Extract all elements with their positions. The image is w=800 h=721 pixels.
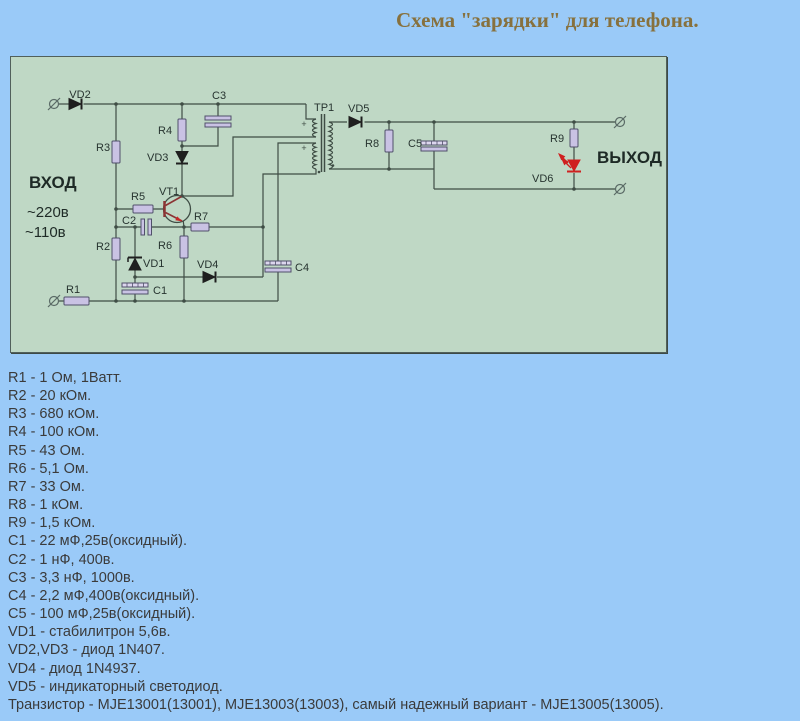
label-VD1: VD1 xyxy=(143,258,164,270)
parts-list-item: R9 - 1,5 кОм. xyxy=(8,515,96,532)
label-R1: R1 xyxy=(66,284,80,296)
parts-list-item: C5 - 100 мФ,25в(оксидный). xyxy=(8,606,196,623)
parts-list-item: C2 - 1 нФ, 400в. xyxy=(8,551,115,568)
label-R6: R6 xyxy=(158,240,172,252)
parts-list-item: VD4 - диод 1N4937. xyxy=(8,660,141,677)
label-VD5: VD5 xyxy=(348,103,369,115)
junction-dots xyxy=(114,102,576,303)
label-C4: C4 xyxy=(295,262,309,274)
parts-list-item: C1 - 22 мФ,25в(оксидный). xyxy=(8,533,188,550)
label-TP1: TP1 xyxy=(314,102,334,114)
parts-list-item: R1 - 1 Ом, 1Ватт. xyxy=(8,370,123,386)
diode-VD4 xyxy=(202,270,217,284)
parts-list-item: R5 - 43 Ом. xyxy=(8,442,85,459)
terminal-output-top xyxy=(613,115,627,129)
parts-list-item: R2 - 20 кОм. xyxy=(8,388,92,405)
resistor-R4 xyxy=(177,118,187,142)
page-title: Схема "зарядки" для телефона. xyxy=(396,8,699,32)
label-VD3: VD3 xyxy=(147,152,168,164)
label-VT1: VT1 xyxy=(159,186,179,198)
schematic-panel: + + VD2 R3 R4 VD3 C3 VT1 R5 C2 R2 R6 R7 … xyxy=(10,56,667,353)
parts-list-item: R8 - 1 кОм. xyxy=(8,497,84,514)
capacitor-C4 xyxy=(264,260,292,273)
capacitor-C1 xyxy=(121,282,149,295)
resistor-R6 xyxy=(179,235,189,259)
terminal-input-bottom xyxy=(47,294,61,308)
parts-list-item: C3 - 3,3 нФ, 1000в. xyxy=(8,569,135,586)
parts-list-item: VD5 - индикаторный светодиод. xyxy=(8,678,223,695)
label-C5: C5 xyxy=(408,138,422,150)
label-C2: C2 xyxy=(122,215,136,227)
parts-list-item: R7 - 33 Ом. xyxy=(8,478,85,495)
capacitor-C5 xyxy=(420,140,448,152)
parts-list-item: VD1 - стабилитрон 5,6в. xyxy=(8,624,171,641)
resistor-R1 xyxy=(63,296,90,306)
zener-VD1 xyxy=(127,256,142,271)
transformer-TP1 xyxy=(311,114,334,172)
resistor-R2 xyxy=(111,237,121,261)
label-C3: C3 xyxy=(212,90,226,102)
parts-list-item: Транзистор - MJE13001(13001), MJE13003(1… xyxy=(8,696,664,713)
label-R2: R2 xyxy=(96,241,110,253)
parts-list-item: R3 - 680 кОм. xyxy=(8,406,100,423)
voltage-110: ~110в xyxy=(25,224,66,241)
diode-VD3 xyxy=(175,151,189,165)
terminal-input-top xyxy=(47,97,61,111)
diode-VD5 xyxy=(348,115,363,129)
output-label: ВЫХОД xyxy=(597,148,662,167)
resistors xyxy=(63,118,579,306)
terminal-output-bottom xyxy=(613,182,627,196)
polarity-mark-primary: + xyxy=(301,119,306,129)
feedback-winding xyxy=(311,142,319,170)
diode-VD2 xyxy=(68,97,83,111)
led-VD6 xyxy=(557,152,581,173)
label-VD4: VD4 xyxy=(197,259,218,271)
label-VD2: VD2 xyxy=(69,89,90,101)
label-R8: R8 xyxy=(365,138,379,150)
label-R5: R5 xyxy=(131,191,145,203)
circuit-schematic: + + VD2 R3 R4 VD3 C3 VT1 R5 C2 R2 R6 R7 … xyxy=(25,89,662,308)
label-R3: R3 xyxy=(96,142,110,154)
input-label: ВХОД xyxy=(29,173,77,192)
resistor-R9 xyxy=(569,128,579,148)
resistor-R7 xyxy=(190,222,210,232)
label-VD6: VD6 xyxy=(532,173,553,185)
label-R9: R9 xyxy=(550,133,564,145)
parts-list-item: C4 - 2,2 мФ,400в(оксидный). xyxy=(8,587,200,604)
capacitor-C2 xyxy=(140,218,152,236)
resistor-R5 xyxy=(132,204,154,214)
label-R7: R7 xyxy=(194,211,208,223)
parts-list-item: R4 - 100 кОм. xyxy=(8,424,100,441)
transistor-VT1 xyxy=(162,194,192,224)
resistor-R8 xyxy=(384,129,394,153)
secondary-winding xyxy=(327,121,334,170)
parts-list-item: VD2,VD3 - диод 1N407. xyxy=(8,642,165,659)
primary-winding xyxy=(311,118,318,138)
resistor-R3 xyxy=(111,140,121,164)
polarity-mark-feedback: + xyxy=(301,143,306,153)
label-R4: R4 xyxy=(158,125,172,137)
capacitor-C3 xyxy=(204,115,232,128)
parts-list: R1 - 1 Ом, 1Ватт. R2 - 20 кОм. R3 - 680 … xyxy=(8,369,788,714)
parts-list-item: R6 - 5,1 Ом. xyxy=(8,460,89,477)
voltage-220: ~220в xyxy=(27,204,69,221)
label-C1: C1 xyxy=(153,285,167,297)
